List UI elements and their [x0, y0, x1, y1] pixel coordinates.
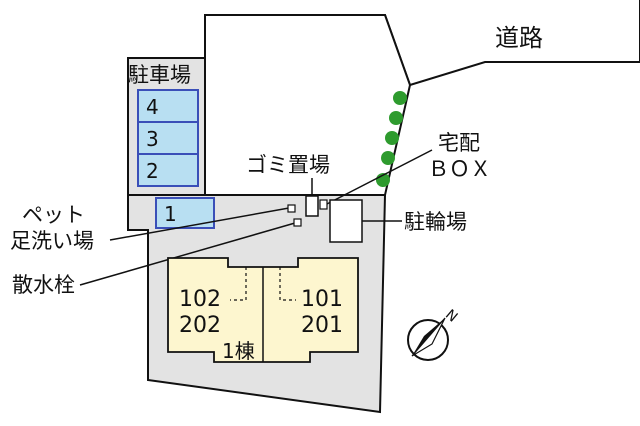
unit-label-101: 101: [301, 287, 343, 312]
parking-space-label-2: 2: [146, 159, 159, 183]
building-label: 1棟: [222, 339, 255, 363]
pet-footwash-label-2: 足洗い場: [10, 229, 94, 253]
parking-space-label-1: 1: [164, 202, 177, 226]
delivery-box: [319, 199, 328, 210]
unit-label-202: 202: [179, 313, 221, 338]
unit-label-102: 102: [179, 287, 221, 312]
pet-footwash-label-1: ペット: [22, 203, 85, 227]
north-label: N: [442, 307, 460, 326]
delivery-box-label-2: ＢＯＸ: [428, 157, 491, 181]
garbage-label: ゴミ置場: [246, 153, 330, 177]
pet-footwash-leader: [109, 207, 290, 241]
parking-space-label-4: 4: [146, 95, 159, 119]
tree: [393, 91, 407, 105]
water-tap-leader: [79, 222, 296, 286]
bicycle-parking-label: 駐輪場: [404, 210, 467, 234]
delivery-box-label-1: 宅配: [438, 131, 480, 155]
unit-label-201: 201: [301, 313, 343, 338]
water-tap-label: 散水栓: [12, 273, 75, 297]
tree: [385, 131, 399, 145]
parking-space-2: [137, 153, 199, 187]
delivery-box-leader: [324, 149, 433, 206]
parking-space-3: [137, 121, 199, 155]
north-compass: N: [407, 307, 460, 361]
compass-needle-light: [411, 317, 446, 357]
water-tap: [293, 218, 302, 227]
road-label: 道路: [495, 24, 543, 52]
stairs-right: [279, 267, 296, 301]
garbage-station: [305, 195, 319, 217]
pet-footwash: [287, 204, 296, 213]
parking-label: 駐車場: [128, 63, 191, 87]
parking-space-label-3: 3: [146, 127, 159, 151]
bicycle-parking: [329, 199, 363, 243]
stairs-left: [230, 267, 247, 301]
tree: [389, 111, 403, 125]
tree: [381, 151, 395, 165]
